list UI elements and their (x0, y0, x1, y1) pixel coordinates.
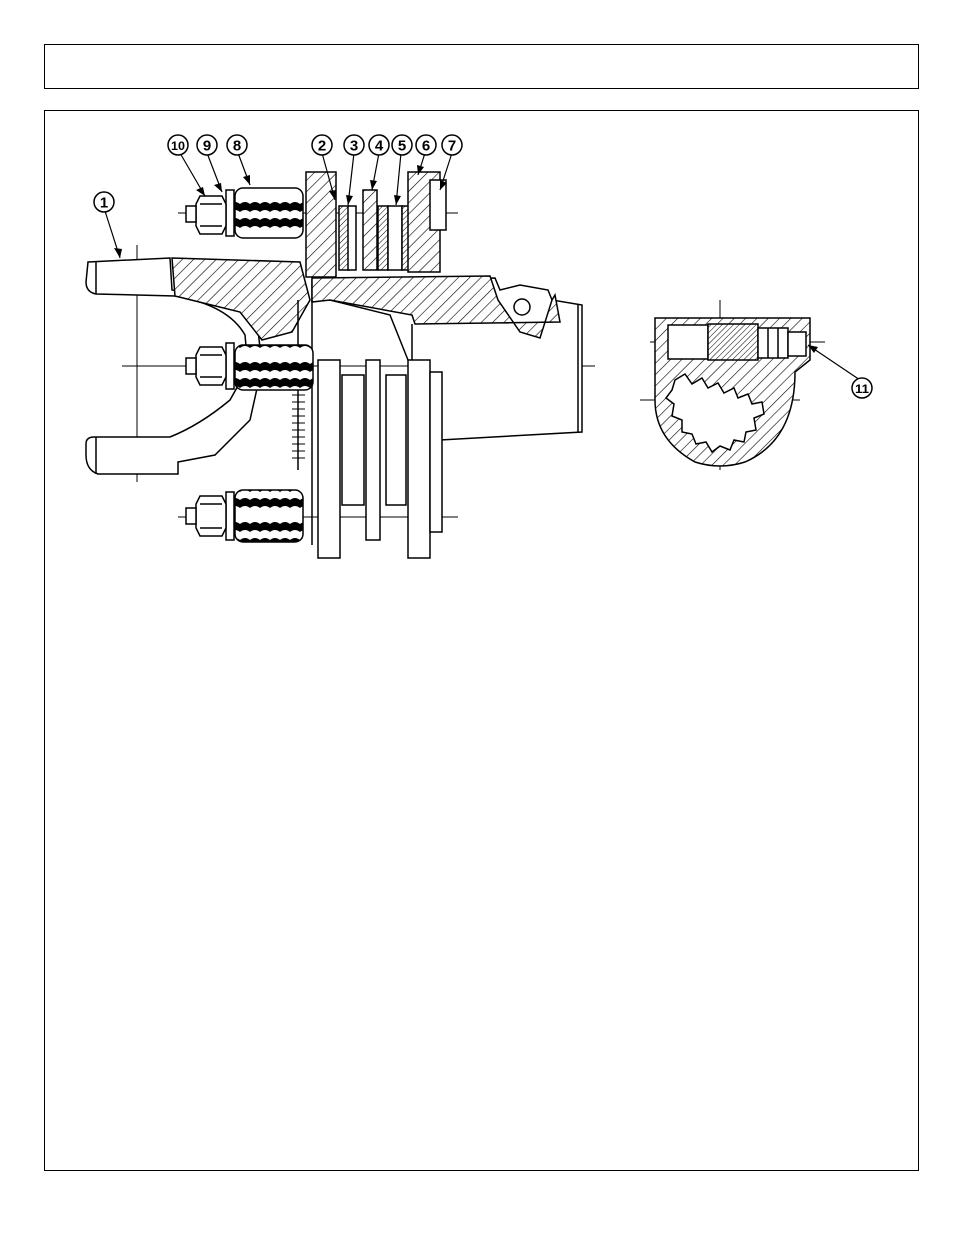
callout-8-label: 8 (233, 138, 241, 155)
callout-5-label: 5 (398, 138, 406, 155)
callout-10: 10 (168, 135, 188, 155)
callout-6: 6 (416, 135, 436, 155)
callout-9-label: 9 (203, 138, 211, 155)
callout-8: 8 (227, 135, 247, 155)
callout-10-label: 10 (171, 139, 185, 153)
main-assembly-view (86, 172, 595, 558)
callout-3: 3 (344, 135, 364, 155)
nuts (186, 196, 226, 536)
callout-7-label: 7 (448, 138, 456, 155)
callout-2: 2 (312, 135, 332, 155)
callout-4-label: 4 (375, 138, 384, 155)
springs (235, 188, 313, 542)
spline-section-view (640, 300, 825, 470)
callout-1-label: 1 (100, 195, 108, 212)
callout-4: 4 (369, 135, 389, 155)
callout-11: 11 (852, 378, 872, 398)
callout-2-label: 2 (318, 138, 326, 155)
friction-plates (298, 172, 446, 558)
washers (226, 190, 234, 540)
callout-6-label: 6 (422, 138, 430, 155)
callout-9: 9 (197, 135, 217, 155)
callout-5: 5 (392, 135, 412, 155)
callout-3-label: 3 (350, 138, 358, 155)
callout-11-label: 11 (855, 382, 869, 396)
callout-7: 7 (442, 135, 462, 155)
callout-1: 1 (94, 192, 114, 212)
